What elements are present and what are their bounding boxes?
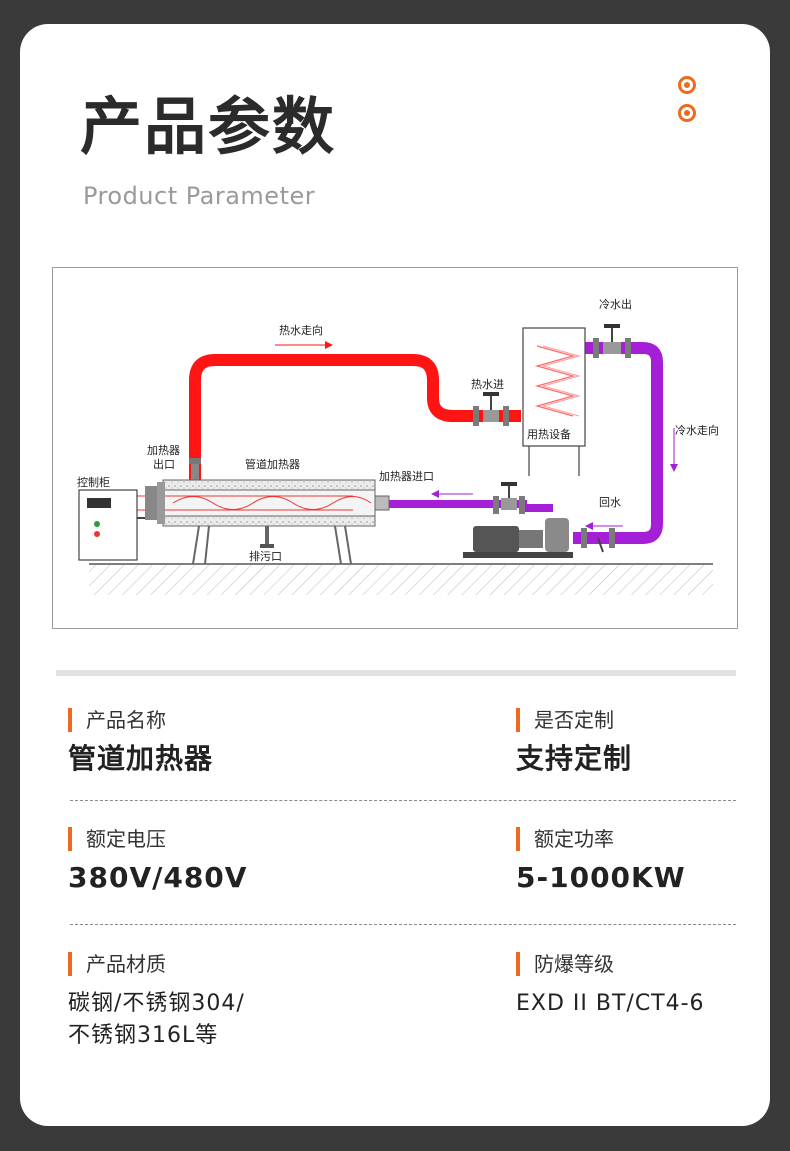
return-direction-arrow [585, 522, 623, 530]
label-cold-water-direction: 冷水走向 [675, 423, 719, 437]
param-label: 是否定制 [516, 706, 632, 734]
param-value: EXD II BT/CT4-6 [516, 991, 705, 1016]
hot-inlet-valve [473, 392, 509, 426]
param-label: 额定电压 [68, 825, 247, 853]
label-heater-outlet-line2: 出口 [153, 457, 175, 471]
page-title: 产品参数 [80, 90, 337, 163]
pipe-heater-body [135, 458, 390, 565]
param-label: 产品名称 [68, 706, 213, 734]
decorative-dots [678, 76, 696, 132]
ground [89, 563, 713, 595]
label-control-cabinet: 控制柜 [77, 475, 110, 489]
param-value: 支持定制 [516, 742, 633, 775]
label-hot-water-in: 热水进 [471, 378, 504, 391]
label-drain: 排污口 [249, 549, 282, 563]
cold-water-direction-arrow [670, 428, 678, 472]
cold-outlet-valve [593, 324, 631, 358]
param-rated-power: 额定功率 5-1000KW [516, 825, 686, 895]
hot-water-pipe [189, 354, 521, 490]
system-diagram-svg: 热水走向 冷水出 热水进 用热设备 冷水走向 加热器 出口 管道加热器 加热器进… [77, 297, 719, 595]
control-cabinet [78, 489, 145, 561]
label-cold-water-out: 冷水出 [599, 297, 632, 311]
param-customizable: 是否定制 支持定制 [516, 706, 632, 776]
inlet-direction-arrow [431, 490, 473, 498]
label-return-water: 回水 [599, 496, 621, 509]
hot-water-direction-arrow [275, 341, 333, 349]
ring-dot-icon [678, 76, 696, 94]
param-value-line1: 碳钢/不锈钢304/ [68, 991, 245, 1016]
param-explosion-proof-grade: 防爆等级 EXD II BT/CT4-6 [516, 950, 705, 1020]
param-label: 防爆等级 [516, 950, 705, 978]
section-divider [56, 670, 736, 676]
page-subtitle: Product Parameter [83, 182, 316, 210]
label-hot-water-direction: 热水走向 [279, 323, 323, 337]
param-value: 碳钢/不锈钢304/ 不锈钢316L等 [68, 988, 245, 1052]
row-divider [70, 924, 736, 925]
label-heating-equipment: 用热设备 [527, 427, 571, 441]
param-label: 额定功率 [516, 825, 686, 853]
param-material: 产品材质 碳钢/不锈钢304/ 不锈钢316L等 [68, 950, 245, 1052]
circulation-pump [463, 518, 573, 558]
label-pipe-heater: 管道加热器 [245, 457, 300, 471]
param-label: 产品材质 [68, 950, 245, 978]
param-product-name: 产品名称 管道加热器 [68, 706, 213, 776]
cold-water-pipe [573, 342, 663, 544]
param-rated-voltage: 额定电压 380V/480V [68, 825, 247, 895]
label-heater-inlet: 加热器进口 [379, 470, 434, 483]
heating-equipment-tank [522, 327, 586, 476]
param-value: 管道加热器 [68, 742, 214, 775]
param-value-line2: 不锈钢316L等 [68, 1022, 219, 1048]
param-value: 5-1000KW [516, 861, 686, 894]
cold-return-valve [581, 528, 615, 553]
param-value: 380V/480V [68, 861, 248, 894]
row-divider [70, 800, 736, 801]
return-valve [493, 482, 525, 514]
return-water-pipe [389, 500, 553, 512]
product-parameter-card: 产品参数 Product Parameter [20, 24, 770, 1126]
ring-dot-icon [678, 104, 696, 122]
system-diagram: 热水走向 冷水出 热水进 用热设备 冷水走向 加热器 出口 管道加热器 加热器进… [52, 267, 738, 629]
label-heater-outlet-line1: 加热器 [147, 444, 180, 457]
